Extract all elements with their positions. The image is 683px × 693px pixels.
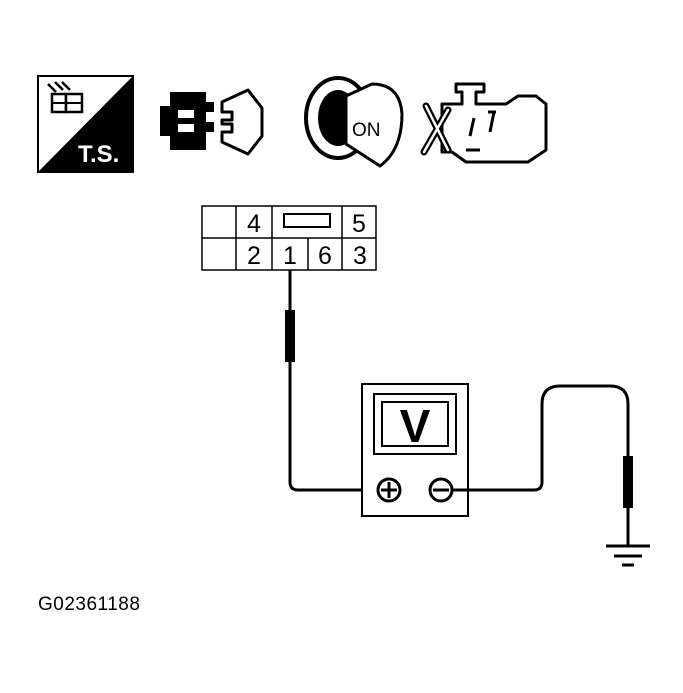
negative-terminal-icon bbox=[428, 477, 454, 503]
pin-label: 1 bbox=[283, 242, 297, 270]
pin-label: 4 bbox=[247, 210, 261, 238]
connector-block: 4 5 2 1 6 3 bbox=[201, 205, 377, 271]
engine-off-icon bbox=[420, 82, 548, 164]
ts-tester-icon: T.S. bbox=[37, 75, 134, 173]
negative-ground-lead bbox=[452, 384, 633, 546]
positive-probe-lead bbox=[285, 270, 372, 492]
positive-terminal-icon bbox=[376, 477, 402, 503]
pin-label: 5 bbox=[352, 210, 366, 238]
ignition-on-label: ON bbox=[352, 120, 381, 141]
voltmeter-label: V bbox=[400, 400, 431, 452]
pin-label: 3 bbox=[353, 242, 367, 270]
ts-label: T.S. bbox=[78, 141, 119, 168]
figure-id: G02361188 bbox=[38, 594, 141, 615]
pin-label: 2 bbox=[247, 242, 261, 270]
voltmeter: V bbox=[361, 383, 469, 517]
pin-label: 6 bbox=[318, 242, 332, 270]
connector-disconnect-icon bbox=[160, 88, 264, 156]
ground-icon bbox=[606, 544, 650, 567]
ignition-key-on-icon: ON bbox=[304, 76, 404, 168]
